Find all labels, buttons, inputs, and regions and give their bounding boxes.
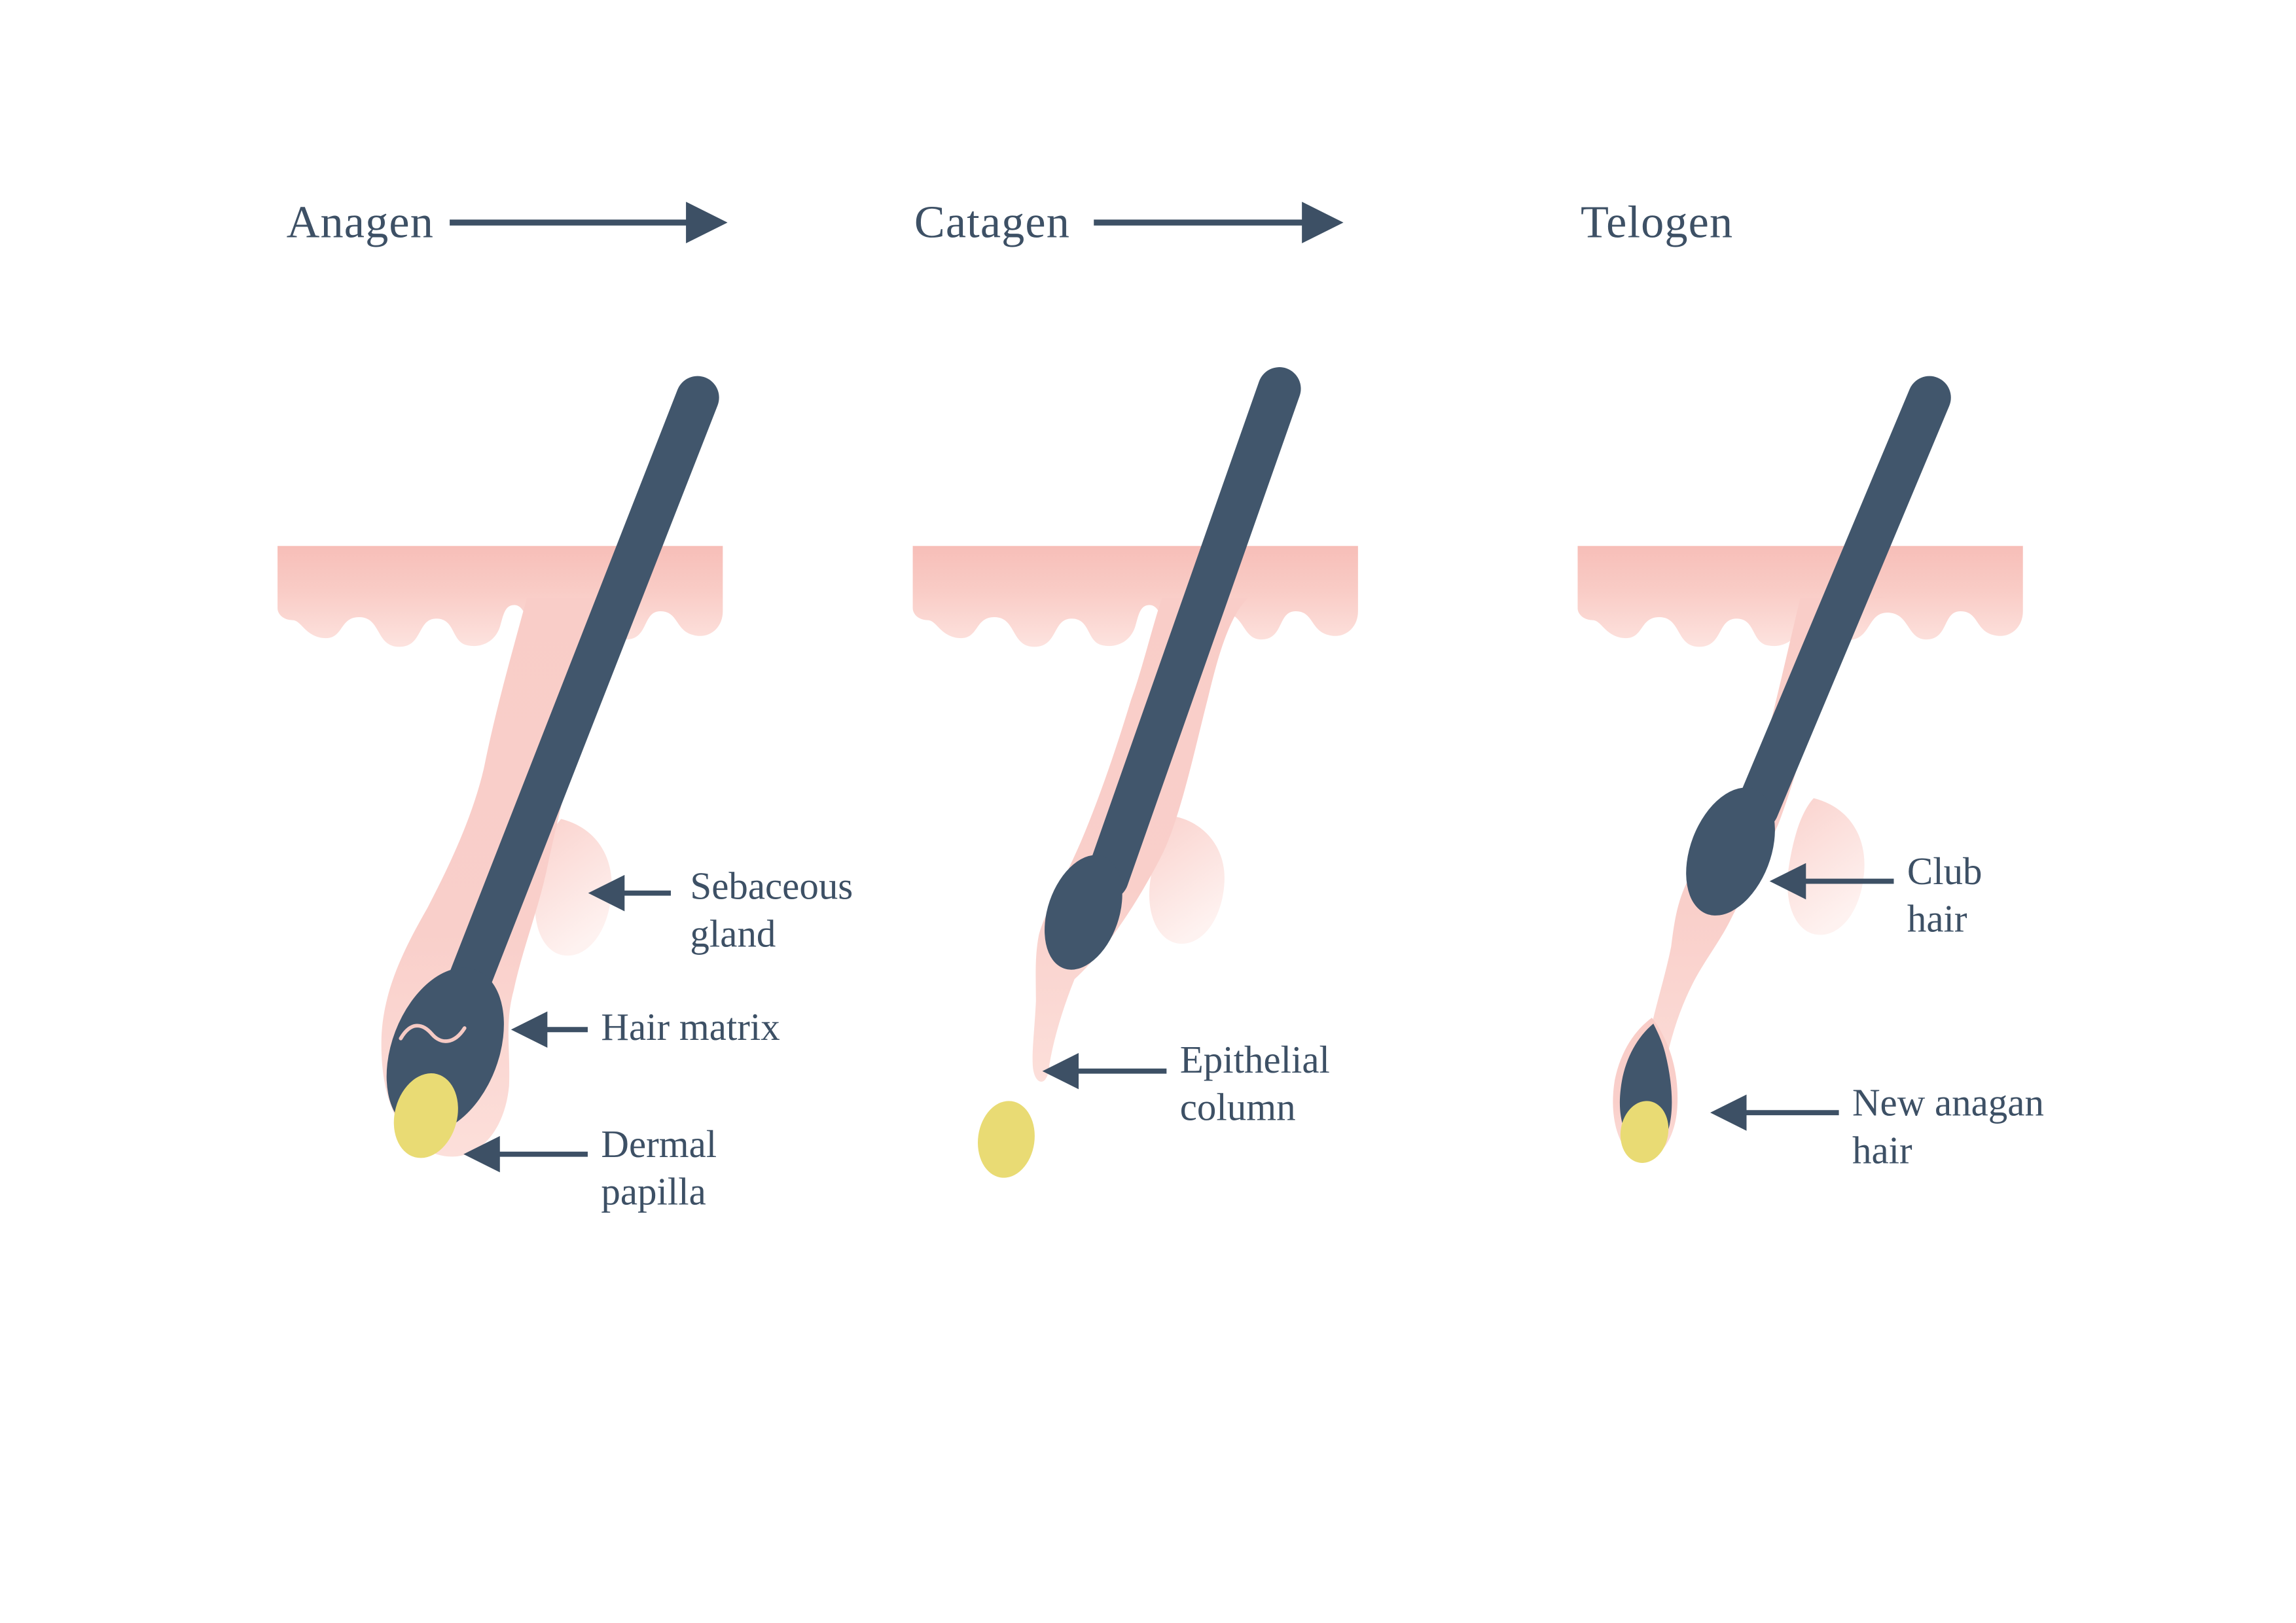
panel-catagen: Catagen Epithelial column [912,197,1358,1178]
anagen-dermal-papilla-shape [393,1073,458,1158]
hair-matrix-label: Hair matrix [601,1005,780,1048]
panel-anagen: Anagen Sebaceous gland Hair matrix Derma… [278,197,853,1213]
catagen-skin [912,546,1358,647]
anagen-sebaceous-gland-shape [535,819,612,956]
club-hair-label-line2: hair [1907,897,1967,940]
sebaceous-gland-label-line1: Sebaceous [690,865,853,908]
phase-title-telogen: Telogen [1581,197,1733,248]
panel-telogen: Telogen Club hair New anagan hair [1577,197,2044,1171]
phase-title-anagen: Anagen [287,197,434,248]
telogen-club-hair-end [1686,787,1775,916]
new-anagen-hair-label-line2: hair [1852,1128,1912,1171]
annotation-dermal-papilla: Dermal papilla [463,1122,717,1213]
catagen-hair-shaft [1085,367,1301,900]
sebaceous-gland-label-line2: gland [690,912,776,955]
anagen-hair-shaft [441,376,719,1019]
epithelial-column-label-line1: Epithelial [1180,1038,1330,1081]
new-anagen-hair-label-line1: New anagan [1852,1081,2044,1124]
telogen-dermal-papilla-shape [1620,1101,1669,1163]
dermal-papilla-label-line2: papilla [601,1170,706,1213]
telogen-hair-shaft [1735,376,1951,830]
annotation-sebaceous-gland: Sebaceous gland [588,865,853,955]
annotation-epithelial-column: Epithelial column [1042,1038,1330,1129]
anagen-hair-matrix-line [399,1024,467,1043]
dermal-papilla-label-line1: Dermal [601,1122,717,1166]
catagen-club-end [1045,855,1122,970]
catagen-dermal-papilla-shape [977,1101,1035,1178]
catagen-sebaceous-gland-shape [1149,815,1225,944]
epithelial-column-label-line2: column [1180,1086,1296,1129]
telogen-sebaceous-gland-shape [1787,798,1865,935]
annotation-hair-matrix: Hair matrix [511,1005,780,1048]
annotation-new-anagen-hair: New anagan hair [1710,1081,2044,1171]
annotation-club-hair: Club hair [1769,849,1982,940]
phase-title-catagen: Catagen [914,197,1070,248]
club-hair-label-line1: Club [1907,849,1982,893]
